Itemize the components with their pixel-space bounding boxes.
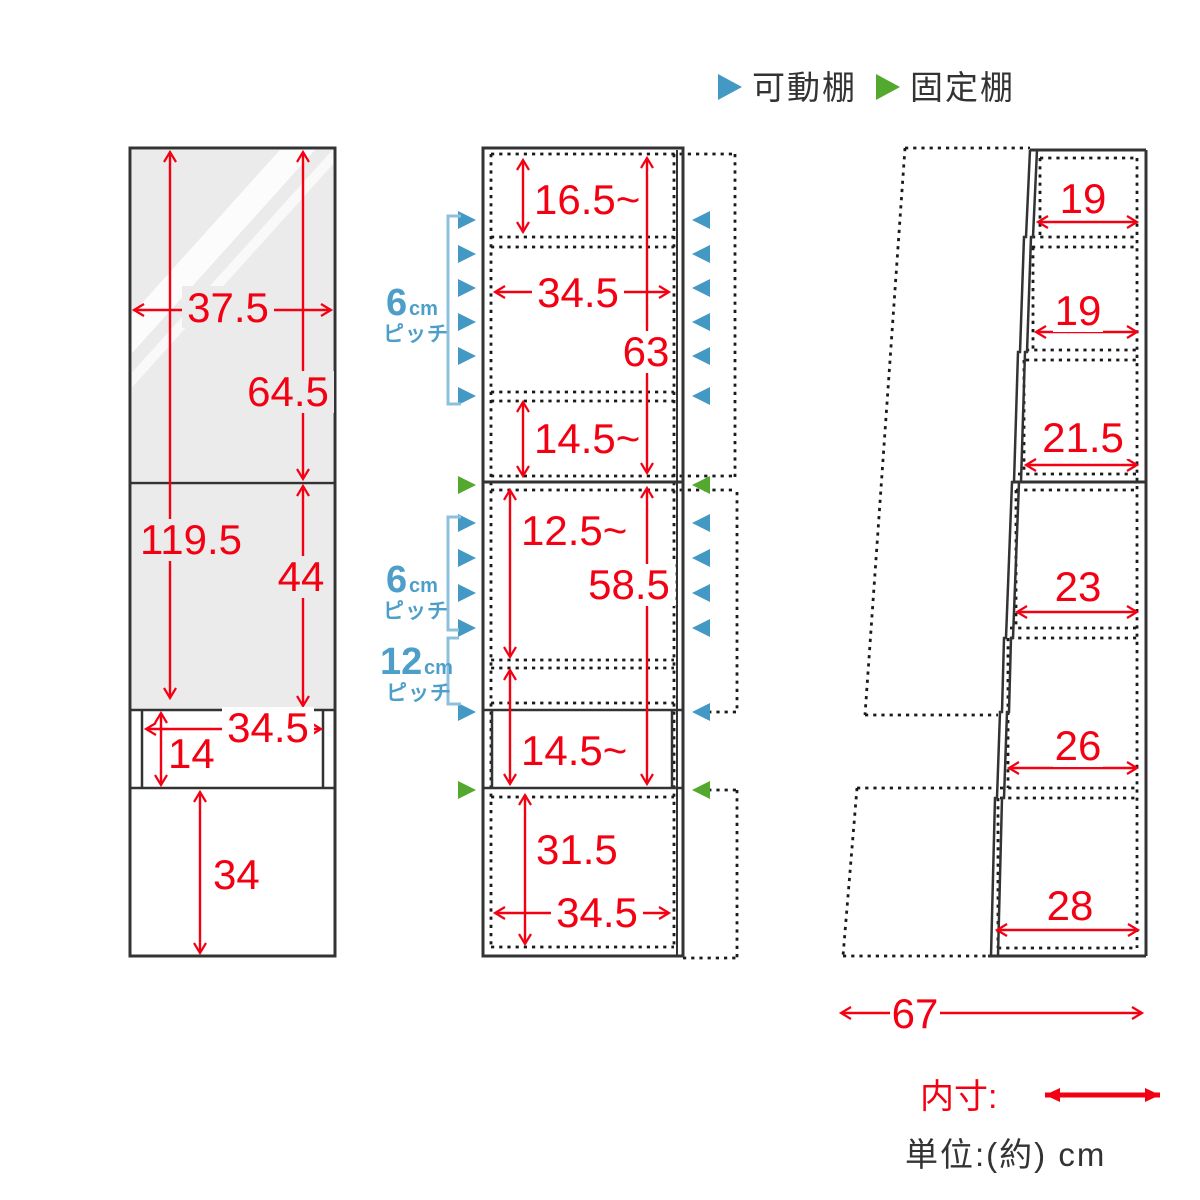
pitch-upper-num: 6	[386, 282, 407, 324]
side-depth-6-label: 28	[1047, 882, 1094, 929]
fixed-shelf-markers-left	[458, 476, 476, 799]
inner-dimension-note: 内寸:	[920, 1078, 997, 1116]
pitch-upper-unit: cm	[409, 298, 438, 320]
side-width-label: 67	[892, 990, 939, 1037]
movable-shelf-markers-right	[692, 211, 710, 721]
inner-upper-height-label: 63	[623, 328, 670, 375]
open-door-edge-inner	[996, 149, 1039, 957]
side-view-dimensions: 19 19 21.5 23 26 28 67	[838, 175, 1145, 1037]
legend-fixed-label: 固定棚	[910, 69, 1015, 106]
footer-notes: 内寸: 単位:(約) cm	[905, 1078, 1160, 1173]
inner-bottom-height-label: 31.5	[536, 826, 618, 873]
side-depth-1-label: 19	[1060, 175, 1107, 222]
side-view-outline	[988, 148, 1148, 958]
pitch-middle-unit: cm	[409, 575, 438, 597]
unit-note: 単位:(約) cm	[905, 1136, 1106, 1173]
front-view: 37.5 64.5 119.5 44 34.5 14 34	[128, 146, 337, 958]
side-depth-4-label: 23	[1055, 563, 1102, 610]
legend: 可動棚 固定棚	[718, 69, 1015, 106]
side-depth-5-label: 26	[1055, 722, 1102, 769]
side-depth-3-label: 21.5	[1042, 414, 1124, 461]
pitch-lower-label: 12 cm ピッチ	[380, 641, 453, 705]
inner-upper-width-label: 34.5	[537, 269, 619, 316]
movable-shelf-icon	[718, 74, 742, 100]
front-lower-height-label: 44	[278, 553, 325, 600]
inner-middle-gap-bottom-label: 14.5~	[521, 727, 627, 774]
inner-middle-height-label: 58.5	[588, 561, 670, 608]
front-niche-width-label: 34.5	[227, 704, 309, 751]
side-view: 19 19 21.5 23 26 28 67	[838, 146, 1148, 1037]
inner-upper-gap-bottom-label: 14.5~	[534, 415, 640, 462]
side-depth-2-label: 19	[1055, 287, 1102, 334]
pitch-lower-word: ピッチ	[386, 682, 452, 705]
front-width-label: 37.5	[187, 284, 269, 331]
side-view-dotted	[841, 146, 1139, 958]
pitch-middle-label: 6 cm ピッチ	[383, 559, 449, 623]
front-niche-height-label: 14	[168, 730, 215, 777]
pitch-upper-label: 6 cm ピッチ	[383, 282, 449, 346]
pitch-lower-num: 12	[380, 641, 422, 683]
front-base-height-label: 34	[213, 851, 260, 898]
inner-bottom-width-label: 34.5	[556, 889, 638, 936]
movable-shelf-markers-left	[458, 211, 476, 721]
pitch-brackets	[446, 214, 461, 706]
legend-movable-label: 可動棚	[752, 69, 857, 106]
pitch-middle-num: 6	[386, 559, 407, 601]
fixed-shelf-icon	[876, 74, 900, 100]
front-total-height-label: 119.5	[140, 516, 242, 563]
pitch-middle-word: ピッチ	[383, 600, 449, 623]
pitch-lower-unit: cm	[424, 657, 453, 679]
inner-view-dotted	[489, 152, 740, 960]
inner-upper-gap-top-label: 16.5~	[534, 176, 640, 223]
inner-view: 6 cm ピッチ 6 cm ピッチ 12 cm ピッチ 16.5~	[380, 146, 740, 960]
front-upper-height-label: 64.5	[247, 368, 329, 415]
inner-middle-gap-top-label: 12.5~	[521, 507, 627, 554]
pitch-upper-word: ピッチ	[383, 323, 449, 346]
front-view-dimensions: 37.5 64.5 119.5 44 34.5 14 34	[131, 149, 334, 956]
open-door-edge-outer	[989, 149, 1032, 957]
fixed-shelf-markers-right	[692, 476, 710, 799]
inner-view-dimensions: 16.5~ 34.5 63 14.5~ 12.5~ 58.5 14.5~ 31.…	[492, 155, 675, 947]
